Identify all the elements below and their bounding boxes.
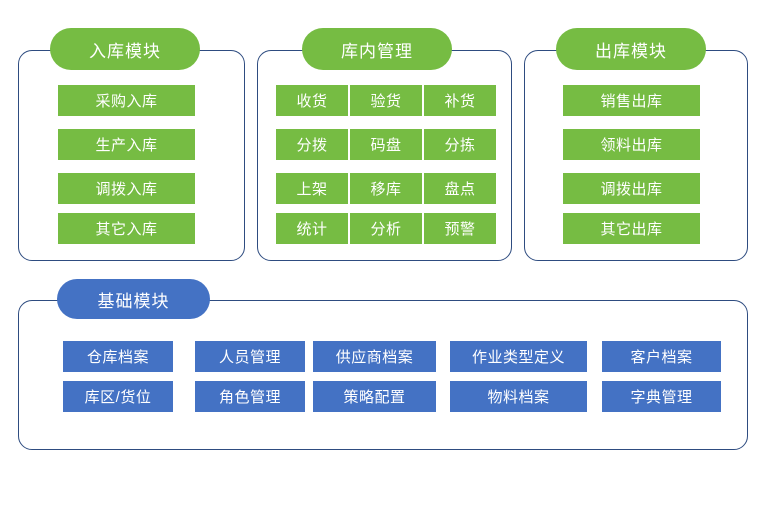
module-item-inbound-3[interactable]: 调拨入库 [58, 173, 195, 204]
module-item-outbound-2[interactable]: 领料出库 [563, 129, 700, 160]
module-item-inwh-11[interactable]: 分析 [350, 213, 422, 244]
module-item-label: 供应商档案 [335, 349, 414, 366]
module-item-label: 领料出库 [600, 137, 663, 154]
module-item-inwh-2[interactable]: 验货 [350, 85, 422, 116]
module-item-label: 移库 [370, 181, 402, 198]
module-item-inwh-9[interactable]: 盘点 [424, 173, 496, 204]
module-item-label: 上架 [296, 181, 328, 198]
module-item-foundation-3[interactable]: 供应商档案 [313, 341, 436, 372]
module-item-label: 调拨入库 [95, 181, 158, 198]
module-item-label: 分拣 [444, 137, 476, 154]
module-item-label: 分拨 [296, 137, 328, 154]
group-header-label: 出库模块 [595, 41, 667, 61]
module-item-label: 策略配置 [343, 389, 406, 406]
module-item-inwh-6[interactable]: 分拣 [424, 129, 496, 160]
module-item-inwh-10[interactable]: 统计 [276, 213, 348, 244]
module-item-inbound-1[interactable]: 采购入库 [58, 85, 195, 116]
module-item-inbound-2[interactable]: 生产入库 [58, 129, 195, 160]
module-item-label: 库区/货位 [84, 389, 152, 406]
module-item-label: 盘点 [444, 181, 476, 198]
module-item-outbound-4[interactable]: 其它出库 [563, 213, 700, 244]
module-item-label: 作业类型定义 [471, 349, 565, 366]
module-item-label: 客户档案 [630, 349, 693, 366]
group-box-foundation [18, 300, 748, 450]
module-item-label: 调拨出库 [600, 181, 663, 198]
module-item-label: 其它出库 [600, 221, 663, 238]
module-item-inwh-7[interactable]: 上架 [276, 173, 348, 204]
group-header-inbound[interactable]: 入库模块 [50, 28, 200, 70]
module-item-label: 统计 [296, 221, 328, 238]
module-item-foundation-8[interactable]: 策略配置 [313, 381, 436, 412]
module-item-label: 物料档案 [487, 389, 550, 406]
module-item-label: 生产入库 [95, 137, 158, 154]
module-item-label: 码盘 [370, 137, 402, 154]
module-item-label: 补货 [444, 93, 476, 110]
module-item-outbound-3[interactable]: 调拨出库 [563, 173, 700, 204]
module-item-label: 采购入库 [95, 93, 158, 110]
group-header-label: 库内管理 [341, 41, 413, 61]
module-item-foundation-4[interactable]: 作业类型定义 [450, 341, 587, 372]
module-item-label: 预警 [444, 221, 476, 238]
module-item-outbound-1[interactable]: 销售出库 [563, 85, 700, 116]
module-item-label: 分析 [370, 221, 402, 238]
module-item-inwh-1[interactable]: 收货 [276, 85, 348, 116]
module-item-inbound-4[interactable]: 其它入库 [58, 213, 195, 244]
group-header-outbound[interactable]: 出库模块 [556, 28, 706, 70]
module-item-inwh-5[interactable]: 码盘 [350, 129, 422, 160]
module-item-label: 收货 [296, 93, 328, 110]
module-item-label: 字典管理 [630, 389, 693, 406]
module-item-foundation-9[interactable]: 物料档案 [450, 381, 587, 412]
module-item-inwh-3[interactable]: 补货 [424, 85, 496, 116]
module-item-label: 验货 [370, 93, 402, 110]
group-header-foundation[interactable]: 基础模块 [57, 279, 210, 319]
module-item-label: 销售出库 [600, 93, 663, 110]
module-item-label: 仓库档案 [86, 349, 149, 366]
module-item-inwh-8[interactable]: 移库 [350, 173, 422, 204]
module-item-label: 其它入库 [95, 221, 158, 238]
module-item-label: 人员管理 [218, 349, 281, 366]
module-item-foundation-7[interactable]: 角色管理 [195, 381, 305, 412]
group-header-label: 基础模块 [97, 291, 170, 311]
module-item-label: 角色管理 [218, 389, 281, 406]
module-item-foundation-2[interactable]: 人员管理 [195, 341, 305, 372]
module-item-foundation-6[interactable]: 库区/货位 [63, 381, 173, 412]
module-item-foundation-10[interactable]: 字典管理 [602, 381, 721, 412]
group-header-label: 入库模块 [89, 41, 161, 61]
module-item-foundation-1[interactable]: 仓库档案 [63, 341, 173, 372]
module-item-foundation-5[interactable]: 客户档案 [602, 341, 721, 372]
module-item-inwh-4[interactable]: 分拨 [276, 129, 348, 160]
module-item-inwh-12[interactable]: 预警 [424, 213, 496, 244]
group-header-in-warehouse[interactable]: 库内管理 [302, 28, 452, 70]
